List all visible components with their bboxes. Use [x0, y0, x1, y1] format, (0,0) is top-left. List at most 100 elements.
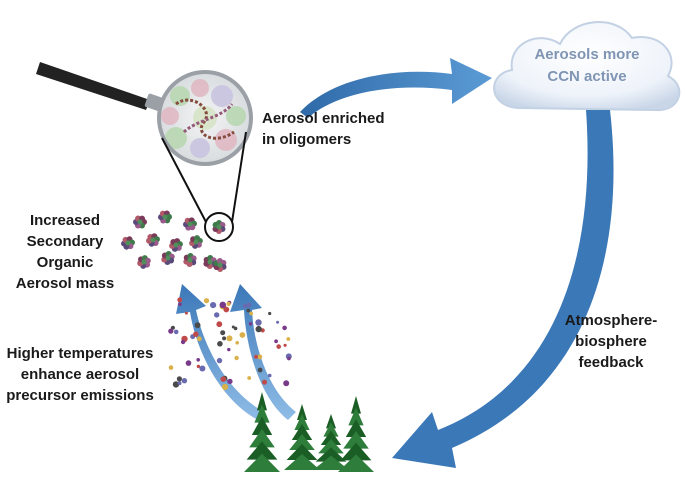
- particle-cluster: [169, 238, 183, 252]
- feedback-label: Atmosphere- biosphere feedback: [556, 310, 666, 373]
- molecule-dot: [227, 347, 231, 352]
- feedback-label-line-3: feedback: [578, 354, 644, 371]
- molecule-dot: [283, 380, 290, 387]
- molecule-dot: [220, 330, 226, 336]
- soa-label-line-1: Increased: [29, 212, 101, 229]
- particle-cluster-icon: [121, 210, 227, 272]
- molecule-dot: [199, 365, 206, 372]
- cloud-label-line-2: CCN active: [547, 68, 627, 85]
- tree: [313, 414, 349, 470]
- molecule-dot: [255, 319, 262, 326]
- arrow-to-cloud: [300, 58, 492, 118]
- particle-cluster: [161, 251, 175, 265]
- molecule-dot: [276, 320, 280, 324]
- molecule-dot: [242, 303, 248, 309]
- molecule-dot: [168, 328, 174, 334]
- magnifying-glass-icon: [36, 62, 253, 242]
- molecule-dot: [282, 325, 287, 331]
- molecule-dot: [246, 308, 251, 313]
- molecule-dot: [248, 322, 253, 326]
- molecule-dot: [222, 336, 227, 341]
- molecule-dot: [274, 339, 278, 344]
- molecule-dot: [177, 381, 182, 386]
- temperature-label: Higher temperatures enhance aerosol prec…: [0, 343, 160, 406]
- tree: [338, 396, 374, 472]
- particle-cluster: [121, 236, 135, 250]
- molecule-dot: [173, 329, 179, 335]
- temperature-label-line-2: enhance aerosol: [20, 366, 140, 383]
- molecule-dot: [178, 302, 182, 307]
- molecule-dot: [226, 335, 233, 342]
- feedback-label-line-2: biosphere: [575, 333, 647, 350]
- particle-cluster: [146, 233, 160, 247]
- molecule-dot: [177, 297, 183, 303]
- molecule-dot: [247, 376, 252, 380]
- molecule-dot: [267, 373, 272, 378]
- molecule-dot: [181, 378, 188, 384]
- molecule-dot: [262, 379, 267, 385]
- molecule-dot: [254, 354, 258, 359]
- molecule-dot: [196, 336, 202, 342]
- feedback-arrow: [392, 110, 614, 468]
- molecule-dot: [176, 376, 182, 382]
- particle-cluster: [183, 217, 197, 231]
- soa-label-line-3: Organic: [36, 254, 94, 271]
- molecule-dot: [287, 356, 291, 361]
- molecule-dot: [235, 341, 239, 345]
- tree: [244, 392, 280, 472]
- upward-arrow-left: [176, 284, 264, 420]
- cloud-icon: [493, 21, 681, 112]
- molecule-dot: [227, 378, 233, 385]
- molecule-icon: [168, 297, 292, 391]
- molecule-dot: [221, 383, 229, 391]
- molecule-dot: [268, 311, 272, 316]
- molecule-dot: [234, 355, 239, 361]
- soa-label: Increased Secondary Organic Aerosol mass: [10, 210, 120, 294]
- cloud-label: Aerosols more CCN active: [512, 44, 662, 88]
- temperature-label-line-1: Higher temperatures: [6, 345, 154, 362]
- molecule-dot: [168, 365, 174, 370]
- molecule-dot: [231, 325, 235, 329]
- particle-cluster: [189, 235, 203, 249]
- oligomers-label-line-1: Aerosol enriched: [262, 110, 385, 127]
- molecule-dot: [196, 364, 201, 369]
- molecule-dot: [220, 376, 227, 383]
- soa-label-line-4: Aerosol mass: [15, 275, 115, 292]
- molecule-dot: [286, 337, 291, 341]
- molecule-dot: [214, 312, 220, 318]
- molecule-dot: [217, 341, 223, 347]
- molecule-dot: [246, 302, 252, 308]
- molecule-dot: [180, 339, 186, 345]
- tree: [284, 404, 320, 470]
- molecule-dot: [276, 344, 282, 349]
- molecule-dot: [239, 332, 246, 338]
- temperature-label-line-3: precursor emissions: [6, 387, 154, 404]
- cloud-label-line-1: Aerosols more: [534, 46, 640, 63]
- particle-cluster: [137, 255, 151, 269]
- oligomers-label-line-2: in oligomers: [262, 131, 352, 148]
- molecule-dot: [257, 367, 263, 373]
- particle-cluster: [133, 215, 147, 229]
- upward-arrow-right: [230, 284, 296, 420]
- feedback-label-line-1: Atmosphere-: [564, 312, 658, 329]
- particle-cluster: [212, 220, 226, 234]
- molecule-dot: [194, 322, 201, 329]
- molecule-dot: [219, 301, 227, 309]
- molecule-dot: [172, 381, 180, 388]
- molecule-dot: [185, 360, 192, 366]
- particle-cluster: [213, 258, 227, 272]
- molecule-dot: [184, 311, 188, 315]
- molecule-dot: [223, 306, 230, 313]
- molecule-dot: [257, 354, 263, 360]
- molecule-dot: [216, 357, 223, 364]
- particle-cluster: [158, 210, 172, 224]
- soa-label-line-2: Secondary: [26, 233, 104, 250]
- molecule-dot: [193, 331, 199, 337]
- tree-icon: [244, 392, 374, 472]
- molecule-dot: [249, 311, 254, 316]
- molecule-dot: [203, 298, 210, 304]
- oligomers-label: Aerosol enriched in oligomers: [262, 108, 385, 150]
- molecule-dot: [226, 301, 231, 306]
- molecule-dot: [210, 302, 217, 309]
